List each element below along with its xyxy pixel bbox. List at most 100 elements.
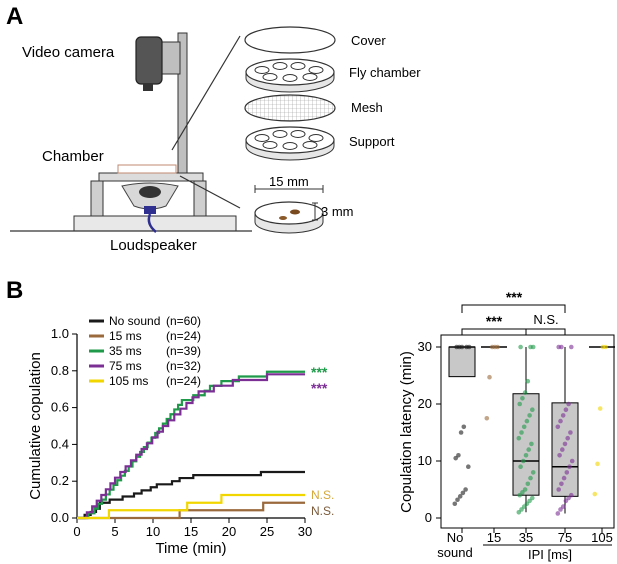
data-point	[461, 424, 467, 430]
series-line-3	[77, 373, 305, 520]
sig-top: ***	[506, 289, 523, 305]
series-line-0	[77, 470, 305, 520]
data-point	[566, 495, 571, 501]
data-point	[559, 481, 564, 487]
data-point	[455, 497, 460, 503]
data-point	[592, 491, 598, 497]
y-tick-label: 0.0	[51, 510, 69, 525]
box-x-axis-label: IPI [ms]	[528, 547, 572, 562]
data-point	[530, 344, 536, 350]
data-point	[456, 453, 461, 458]
data-point	[524, 501, 530, 507]
data-point	[453, 455, 459, 461]
series-line-1	[77, 501, 305, 520]
category-label-sound: sound	[437, 545, 472, 560]
plot-frame	[440, 334, 615, 529]
x-tick-label: 0	[73, 524, 80, 539]
sig-35ms: ***	[311, 364, 328, 380]
data-point	[530, 495, 535, 501]
data-point	[521, 458, 526, 464]
data-point	[521, 504, 527, 509]
loudspeaker-icon	[121, 182, 179, 233]
data-point	[529, 441, 534, 447]
legend-label: 35 ms	[109, 344, 142, 358]
legend-n: (n=24)	[166, 374, 201, 388]
data-point	[566, 401, 571, 407]
x-tick-label: 75	[558, 530, 572, 545]
data-point	[520, 396, 525, 401]
single-chamber	[254, 185, 324, 234]
box	[551, 402, 579, 497]
label-loudspeaker: Loudspeaker	[110, 237, 197, 254]
sig-75ms: ***	[311, 380, 328, 396]
y-tick-label: 0.2	[51, 473, 69, 488]
x-tick-label: 15	[184, 524, 198, 539]
data-point	[569, 344, 574, 350]
x-tick-label: 30	[298, 524, 312, 539]
label-fly-chamber: Fly chamber	[349, 65, 421, 80]
data-point	[558, 507, 563, 512]
data-point	[495, 344, 500, 350]
panel-letter-b: B	[6, 277, 23, 304]
data-point	[521, 424, 527, 430]
data-point	[522, 487, 528, 492]
data-point	[565, 435, 570, 441]
y-axis-label: Cumulative copulation	[27, 352, 44, 500]
box-y-axis-label: Copulation latency (min)	[398, 351, 415, 513]
y-tick-label: 0.6	[51, 400, 69, 415]
panel-letter-a: A	[6, 3, 23, 30]
data-point	[487, 374, 492, 380]
data-point	[484, 415, 490, 421]
data-point	[517, 492, 522, 498]
category-label-no: No	[447, 530, 464, 545]
x-tick-label: 20	[222, 524, 236, 539]
x-axis-label: Time (min)	[155, 540, 226, 557]
data-point	[603, 344, 608, 350]
box	[512, 393, 540, 496]
label-chamber: Chamber	[42, 148, 104, 165]
fly-chamber-disc	[245, 58, 335, 93]
y-tick-label: 1.0	[51, 326, 69, 341]
legend: No sound(n=60)15 ms(n=24)35 ms(n=39)75 m…	[89, 314, 201, 388]
label-video-camera: Video camera	[22, 44, 115, 61]
data-point	[466, 464, 471, 470]
sig-ns: N.S.	[533, 312, 558, 327]
data-point	[528, 475, 533, 481]
legend-label: 105 ms	[109, 374, 148, 388]
label-cover: Cover	[351, 33, 386, 48]
data-point	[557, 453, 562, 458]
legend-n: (n=32)	[166, 359, 201, 373]
data-point	[527, 413, 532, 418]
data-point	[563, 407, 569, 413]
data-point	[459, 344, 465, 350]
data-point	[452, 501, 458, 507]
data-point	[524, 418, 530, 424]
data-point	[555, 424, 561, 430]
x-tick-label: 35	[519, 530, 533, 545]
data-point	[595, 461, 600, 467]
y-tick-label: 0	[425, 510, 432, 525]
data-point	[556, 487, 561, 492]
data-point	[457, 494, 463, 499]
video-camera-icon	[135, 36, 163, 91]
y-tick-label: 0.8	[51, 363, 69, 378]
data-point	[530, 470, 536, 475]
data-point	[561, 475, 567, 481]
data-point	[517, 401, 522, 407]
x-tick-label: 15	[487, 530, 501, 545]
data-point	[567, 464, 572, 470]
data-point	[530, 407, 535, 413]
sig-mid: ***	[486, 313, 503, 329]
label-mesh: Mesh	[351, 100, 383, 115]
data-point	[559, 344, 564, 350]
leader-line	[171, 35, 241, 151]
data-point	[518, 344, 523, 350]
mesh-disc	[244, 94, 336, 122]
box	[448, 346, 476, 378]
cover-disc	[244, 26, 336, 54]
label-support: Support	[349, 134, 395, 149]
data-point	[526, 447, 531, 452]
data-point	[516, 435, 522, 441]
